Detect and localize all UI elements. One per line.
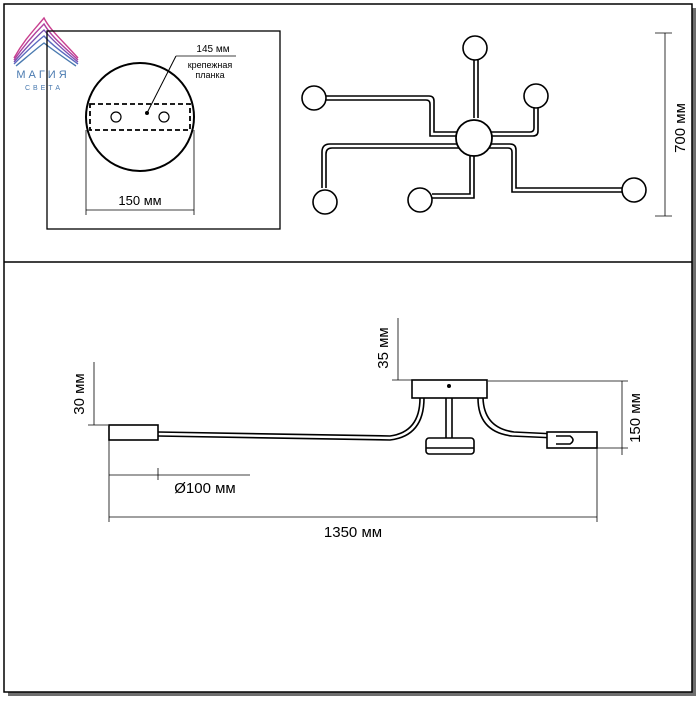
arm-right-edge	[488, 147, 622, 193]
arm-left-edge	[325, 147, 460, 188]
height-label: 700 мм	[672, 103, 689, 153]
arm-upper-left	[326, 95, 458, 133]
arm-upper-left-edge	[326, 99, 458, 137]
logo-subtitle: СВЕТА	[25, 85, 63, 92]
height-dimension	[655, 32, 672, 217]
shade-upper-left	[301, 85, 327, 111]
side-arm-right	[477, 397, 557, 439]
canopy-height-label: 35 мм	[375, 327, 392, 368]
arm-upper-right-edge	[490, 108, 539, 137]
shade-diameter-label: Ø100 мм	[174, 480, 236, 497]
inset-box	[46, 30, 281, 230]
brand-logo: МАГИЯ СВЕТА	[13, 16, 79, 92]
screw-hole-right	[158, 111, 170, 123]
canopy-height-dimension	[392, 318, 412, 381]
arm-left	[321, 143, 460, 188]
arm-height-label: 30 мм	[71, 373, 88, 414]
shade-right	[621, 177, 647, 203]
shade-left	[312, 189, 338, 215]
plate-width-label: 145 мм	[196, 44, 229, 55]
arm-upper-right	[490, 108, 535, 133]
mounting-plate-inset: 145 мм крепежная планка 150 мм	[46, 30, 281, 230]
plate-caption-2: планка	[195, 70, 224, 80]
central-hub	[455, 119, 493, 157]
side-arm-left-edge	[157, 397, 425, 441]
shade-bottom	[407, 187, 433, 213]
arm-height-dimension	[88, 362, 108, 426]
drop-label: 150 мм	[627, 393, 644, 443]
shade-top	[462, 35, 488, 61]
canopy-screw	[447, 384, 451, 388]
side-shade-right	[546, 431, 598, 449]
plate-leader	[146, 55, 177, 114]
mounting-bar	[89, 103, 191, 131]
side-shade-right-clip	[556, 435, 574, 445]
shade-upper-right	[523, 83, 549, 109]
center-shade	[425, 437, 475, 455]
arm-bottom	[432, 156, 471, 195]
plate-caption-1: крепежная	[188, 60, 233, 70]
side-arm-right-edge	[482, 397, 557, 435]
logo-wave-icon	[13, 16, 79, 67]
shade-diameter-dimension	[108, 440, 250, 480]
drop-dimension	[488, 380, 628, 455]
top-view	[301, 35, 647, 215]
length-dimension	[108, 448, 598, 522]
canopy-circle	[85, 62, 195, 172]
side-view	[108, 379, 598, 455]
screw-hole-left	[110, 111, 122, 123]
drawing-frame	[3, 3, 693, 693]
logo-name: МАГИЯ	[16, 69, 69, 81]
side-shade-left	[108, 424, 159, 441]
length-label: 1350 мм	[324, 524, 382, 541]
arm-bottom-edge	[432, 154, 475, 199]
arm-right	[488, 143, 622, 189]
canopy-diameter-label: 150 мм	[118, 193, 161, 208]
side-canopy	[411, 379, 488, 399]
side-arm-left	[157, 397, 421, 437]
